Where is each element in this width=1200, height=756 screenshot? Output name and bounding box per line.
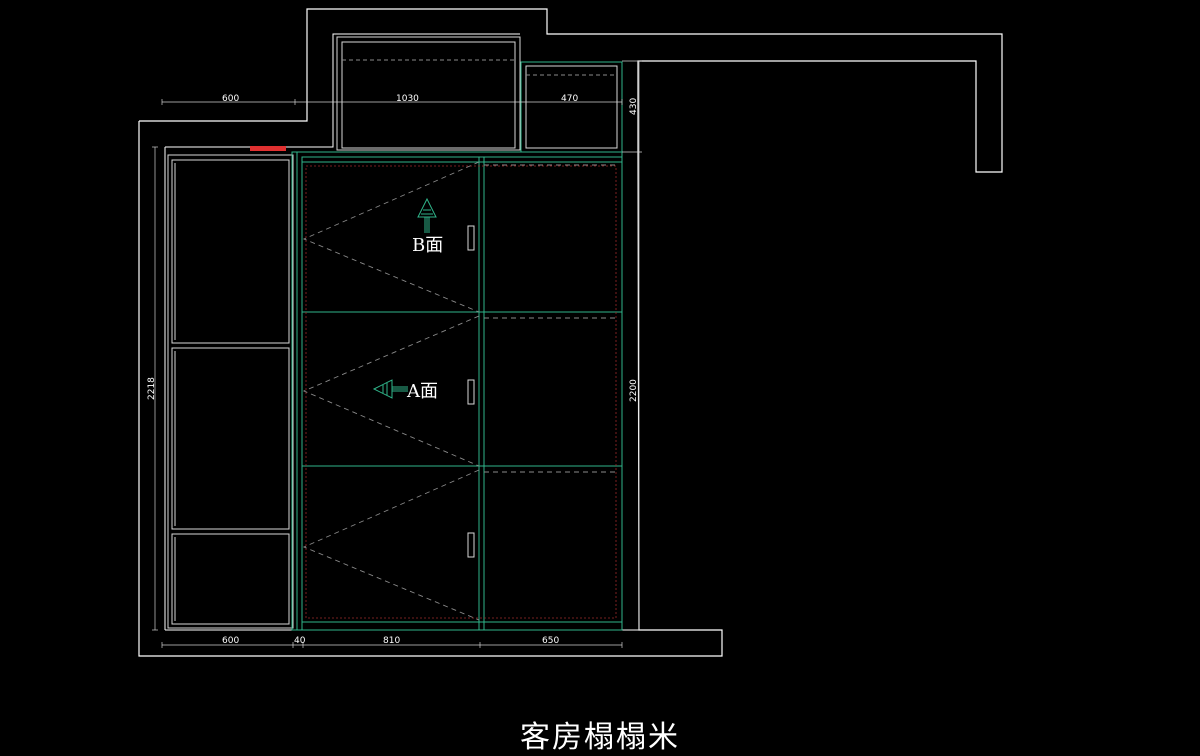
dim-top-middle: 1030 [396, 94, 419, 104]
dim-top-left: 600 [222, 94, 239, 104]
red-marker [250, 146, 286, 151]
top-alcove-cabinets [336, 36, 623, 153]
a-face-arrow-icon [372, 379, 408, 399]
b-face-arrow-icon [417, 197, 437, 233]
cabinet-handles [467, 225, 475, 558]
left-storage-unit [167, 154, 294, 629]
dimension-lines [152, 60, 642, 648]
drawing-title: 客房榻榻米 [520, 720, 680, 755]
inner-dashed-boundary [305, 165, 617, 619]
dim-bottom-right: 650 [542, 636, 559, 646]
dim-bottom-left: 600 [222, 636, 239, 646]
a-face-label: A面 [406, 381, 438, 402]
outer-wall [138, 8, 1003, 657]
dim-top-height: 430 [629, 98, 639, 115]
dim-top-right: 470 [561, 94, 578, 104]
lid-opening-lines [302, 161, 617, 621]
dim-left-height: 2218 [147, 377, 157, 400]
inner-wall [165, 33, 520, 148]
b-face-label: B面 [412, 235, 443, 256]
tatami-frame [291, 151, 623, 631]
dim-bottom-middle: 810 [383, 636, 400, 646]
dim-bottom-gap: 40 [294, 636, 306, 646]
dim-right-height: 2200 [629, 379, 639, 402]
